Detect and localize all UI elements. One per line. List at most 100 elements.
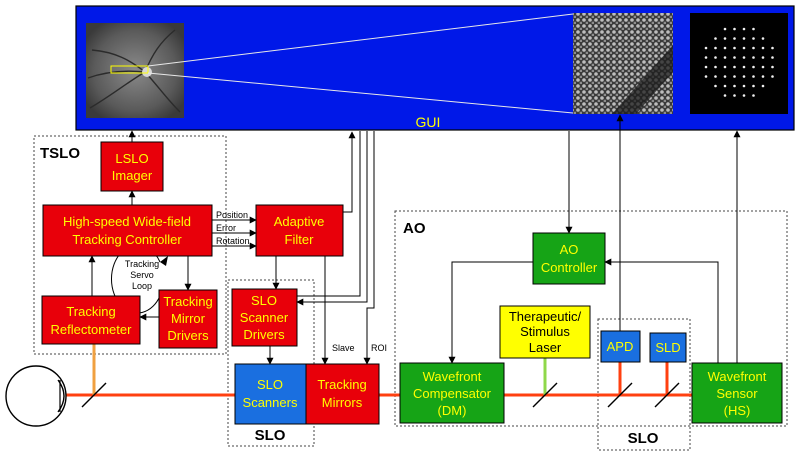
slo-left-group-frame [227, 279, 315, 447]
therapeutic-laser-line-2: Stimulus [520, 324, 570, 339]
signal-arrows [88, 114, 741, 365]
wavefront-compensator-line-1: Wavefront [423, 369, 482, 384]
lslo-imager-block[interactable]: LSLO Imager [100, 141, 164, 192]
tracking-reflectometer-line-2: Reflectometer [51, 322, 133, 337]
wavefront-spot [714, 56, 717, 59]
slo-scanners-line-1: SLO [257, 377, 283, 392]
wavefront-spot [733, 65, 736, 69]
wavefront-spot [723, 27, 727, 31]
wavefront-spot [742, 37, 746, 40]
apd-block[interactable]: APD [600, 330, 641, 363]
position-signal-label: Position [216, 210, 248, 220]
therapeutic-laser-line-1: Therapeutic/ [509, 309, 582, 324]
wavefront-spot [752, 94, 755, 97]
tracking-mirror-drivers-block[interactable]: Tracking Mirror Drivers [158, 289, 218, 349]
wavefront-sensor-line-2: Sensor [716, 386, 758, 401]
wavefront-spot [714, 75, 717, 78]
tracking-mirrors-line-1: Tracking [317, 377, 366, 392]
ao-label: AO [403, 220, 426, 237]
wavefront-spot [733, 94, 736, 97]
apd-label: APD [607, 339, 634, 354]
wavefront-spot [704, 65, 708, 69]
tracking-reflectometer-block[interactable]: Tracking Reflectometer [41, 295, 141, 345]
wavefront-sensor-block[interactable]: Wavefront Sensor (HS) [691, 362, 783, 424]
slo-scanner-drivers-line-2: Scanner [240, 310, 289, 325]
wavefront-spot [761, 75, 765, 78]
tracking-mirrors-block[interactable]: Tracking Mirrors [305, 363, 380, 425]
wavefront-spot [752, 37, 755, 40]
ao-controller-line-1: AO [560, 242, 579, 257]
wavefront-spot [742, 75, 746, 78]
wavefront-spot [704, 75, 708, 78]
wavefront-spot [752, 84, 755, 88]
wavefront-spot [704, 46, 708, 50]
wavefront-sensor-line-3: (HS) [724, 403, 751, 418]
wavefront-spot [752, 27, 755, 31]
wavefront-spot [742, 56, 746, 59]
wavefront-spot [771, 65, 774, 69]
wavefront-spot [752, 46, 755, 50]
rotation-signal-label: Rotation [216, 236, 250, 246]
wavefront-spot [723, 46, 727, 50]
slo-scanner-drivers-block[interactable]: SLO Scanner Drivers [231, 288, 298, 347]
wavefront-spot [723, 75, 727, 78]
slave-signal-label: Slave [332, 343, 355, 353]
wavefront-spot [714, 65, 717, 69]
wavefront-spot [723, 84, 727, 88]
roi-signal-label: ROI [371, 343, 387, 353]
slo-right-group-frame [597, 318, 691, 451]
wavefront-spot [723, 65, 727, 69]
spot-array-image-icon [690, 13, 788, 114]
wavefront-spot [704, 56, 708, 59]
adaptive-filter-line-2: Filter [285, 232, 315, 247]
error-signal-label: Error [216, 223, 236, 233]
wavefront-spot [752, 65, 755, 69]
wavefront-spot [771, 75, 774, 78]
wavefront-spot [761, 37, 765, 40]
slo-scanners-line-2: Scanners [243, 395, 298, 410]
tslo-label: TSLO [40, 145, 80, 162]
gui-panel[interactable]: GUI [75, 5, 795, 131]
tracking-mirror-drivers-line-2: Mirror [171, 311, 206, 326]
adaptive-filter-line-1: Adaptive [274, 214, 325, 229]
wavefront-spot [742, 84, 746, 88]
tracking-controller-block[interactable]: High-speed Wide-field Tracking Controlle… [42, 204, 213, 257]
zoom-line-top [147, 13, 574, 67]
sld-label: SLD [655, 340, 680, 355]
ao-controller-block[interactable]: AO Controller [532, 232, 606, 285]
adaptive-filter-block[interactable]: Adaptive Filter [255, 204, 344, 257]
slo-scanners-block[interactable]: SLO Scanners [234, 363, 307, 425]
wavefront-spot [723, 94, 727, 97]
wavefront-spot [733, 37, 736, 40]
beam-splitter-icon [81, 382, 680, 408]
zoom-line-bottom [147, 72, 574, 114]
slo-scanner-drivers-line-3: Drivers [243, 327, 285, 342]
wavefront-spot [733, 56, 736, 59]
wavefront-spot [733, 46, 736, 50]
wavefront-spot [761, 56, 765, 59]
tracking-controller-line-2: Tracking Controller [72, 232, 182, 247]
tracking-controller-line-1: High-speed Wide-field [63, 214, 191, 229]
wavefront-spot [761, 46, 765, 50]
servo-loop-line-1: Tracking [125, 259, 159, 269]
tracking-mirror-drivers-line-3: Drivers [167, 328, 209, 343]
wavefront-spot [714, 84, 717, 88]
wavefront-spot [742, 46, 746, 50]
wavefront-spot [723, 56, 727, 59]
gui-label: GUI [416, 114, 441, 130]
lslo-imager-line-1: LSLO [115, 151, 148, 166]
wavefront-spot [771, 46, 774, 50]
wavefront-compensator-block[interactable]: Wavefront Compensator (DM) [399, 362, 505, 424]
tracking-reflectometer-line-1: Tracking [66, 304, 115, 319]
wavefront-spot [742, 27, 746, 31]
ao-group-frame [394, 210, 788, 427]
wavefront-spot [733, 84, 736, 88]
therapeutic-laser-block[interactable]: Therapeutic/ Stimulus Laser [499, 305, 591, 359]
ao-controller-line-2: Controller [541, 260, 598, 275]
lslo-imager-line-2: Imager [112, 168, 153, 183]
wavefront-spot [752, 75, 755, 78]
eye-icon [5, 365, 67, 427]
sld-block[interactable]: SLD [649, 332, 687, 363]
wavefront-spot [714, 46, 717, 50]
